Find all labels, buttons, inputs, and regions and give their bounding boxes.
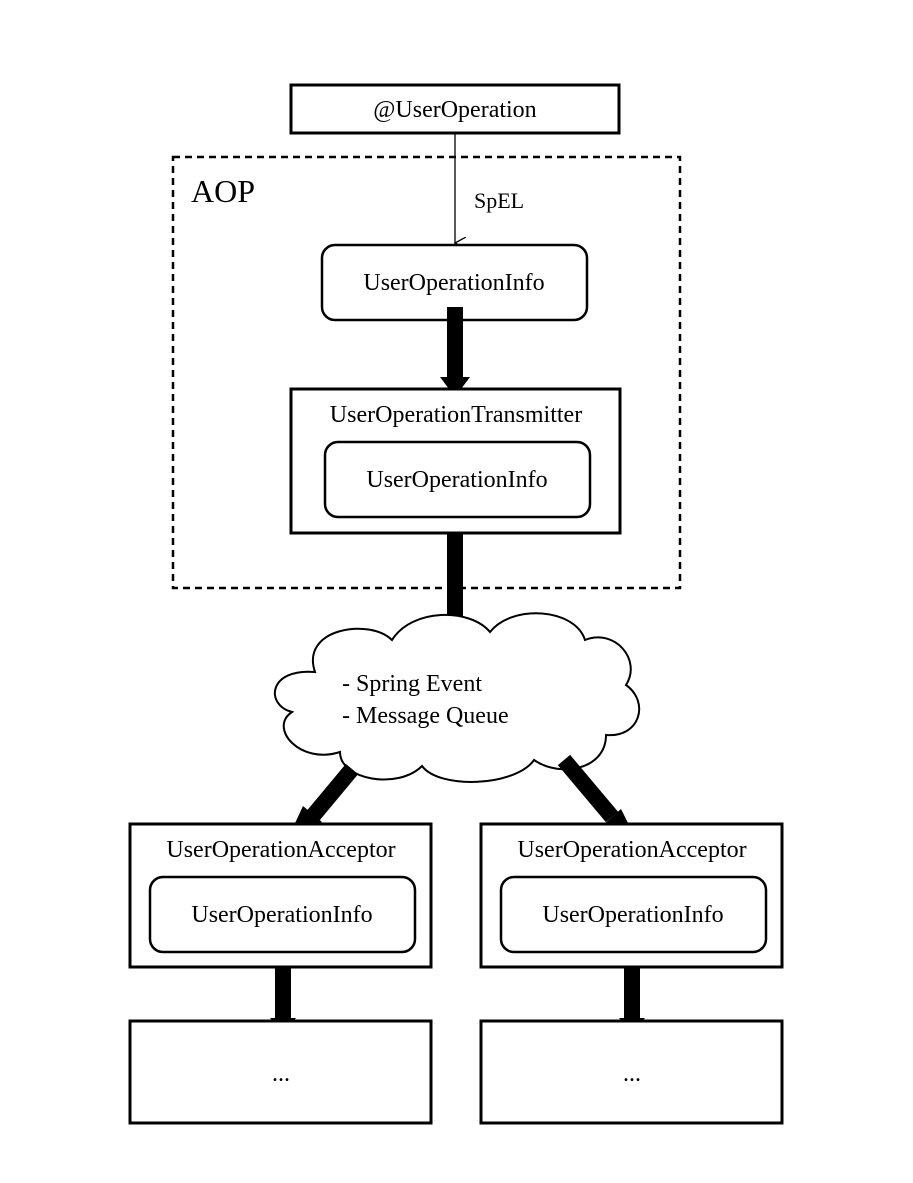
thick-arrow-info-to-transmitter (440, 307, 470, 397)
transmitter-label: UserOperationTransmitter (330, 402, 582, 428)
info-box-acceptor-right (499, 875, 768, 954)
info-label-acceptor-right: UserOperationInfo (542, 902, 723, 928)
channel-item-message-queue: - Message Queue (342, 703, 509, 729)
aop-label: AOP (191, 173, 255, 209)
aop-region (171, 155, 682, 590)
spel-label: SpEL (474, 188, 524, 213)
next-box-right (479, 1019, 784, 1125)
next-label-left: ... (272, 1061, 290, 1087)
info-label-aop: UserOperationInfo (363, 270, 544, 296)
annotation-label: @UserOperation (373, 97, 536, 123)
info-label-acceptor-left: UserOperationInfo (191, 902, 372, 928)
acceptor-label-left: UserOperationAcceptor (166, 837, 395, 863)
next-label-right: ... (623, 1061, 641, 1087)
next-box-left (128, 1019, 433, 1125)
info-box-transmitter (323, 440, 592, 519)
info-label-transmitter: UserOperationInfo (366, 467, 547, 493)
info-box-acceptor-left (148, 875, 417, 954)
channel-cloud (274, 612, 641, 783)
channel-item-spring-event: - Spring Event (342, 671, 482, 697)
acceptor-label-right: UserOperationAcceptor (517, 837, 746, 863)
